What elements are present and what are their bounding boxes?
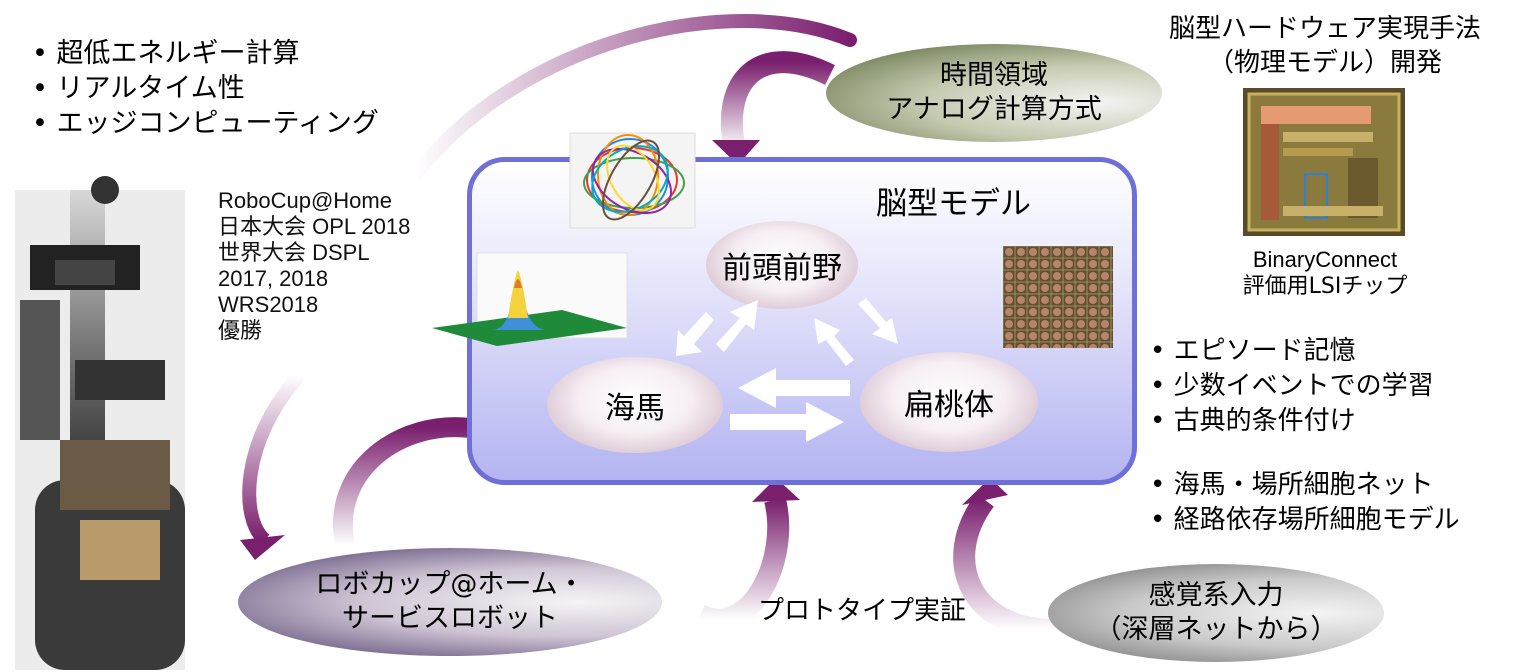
robocup-line: 2017, 2018 [218, 266, 329, 291]
bullet-item: 少数イベントでの学習 [1150, 369, 1434, 404]
sensory-input-oval: 感覚系入力 （深層ネットから） [1048, 564, 1384, 662]
brain-model-title: 脳型モデル [876, 186, 1031, 222]
caption-line: 評価用LSIチップ [1242, 274, 1408, 299]
image-mosaic [1003, 246, 1113, 348]
oval-line: （深層ネットから） [1094, 614, 1338, 645]
arrow-prefrontal-to-hippo [676, 312, 714, 356]
arrow-prefrontal-to-amygdala [858, 298, 898, 344]
right-bullet-list-1: エピソード記憶 少数イベントでの学習 古典的条件付け [1150, 334, 1434, 439]
oval-line: アナログ計算方式 [886, 94, 1102, 125]
hardware-title: 脳型ハードウェア実現手法 （物理モデル）開発 [1140, 12, 1510, 80]
robocup-line: 日本大会 OPL 2018 [218, 214, 411, 239]
arc-sensory-to-brain [953, 493, 1056, 641]
robocup-line: WRS2018 [218, 292, 319, 317]
arc-robocup-to-service [242, 370, 306, 546]
hippocampus-node: 海馬 [547, 357, 723, 453]
arrowhead-brain-top [712, 140, 760, 165]
time-domain-analog-oval: 時間領域 アナログ計算方式 [826, 44, 1162, 142]
arrow-amygdala-to-prefrontal [814, 318, 854, 366]
arrow-amygdala-to-hippo [738, 368, 850, 408]
oval-line: 時間領域 [940, 60, 1048, 91]
bullet-item: 経路依存場所細胞モデル [1150, 503, 1460, 538]
oval-line: ロボカップ@ホーム・ [315, 569, 585, 600]
arrow-hippo-to-amygdala [730, 402, 844, 442]
oval-line: 感覚系入力 [1148, 580, 1284, 611]
robot-image [15, 176, 185, 670]
gaussian-surface-image [432, 252, 628, 346]
prefrontal-cortex-node: 前頭前野 [706, 221, 858, 309]
bullet-item: エッジコンピューティング [32, 106, 379, 141]
bullet-item: エピソード記憶 [1150, 334, 1434, 369]
robocup-line: 世界大会 DSPL [218, 240, 370, 265]
prototype-demo-label: プロトタイプ実証 [758, 596, 967, 626]
hardware-title-line: 脳型ハードウェア実現手法 [1168, 14, 1481, 44]
attractor-plot-image [569, 132, 696, 229]
hardware-title-line: （物理モデル）開発 [1207, 48, 1442, 78]
bullet-item: リアルタイム性 [32, 71, 379, 106]
arrowhead-service-oval [240, 535, 285, 560]
arrow-hippo-to-prefrontal [716, 300, 758, 352]
top-left-bullet-list: 超低エネルギー計算 リアルタイム性 エッジコンピューティング [32, 36, 379, 141]
bullet-item: 古典的条件付け [1150, 404, 1434, 439]
amygdala-node: 扁桃体 [860, 352, 1038, 452]
oval-line: サービスロボット [342, 603, 558, 634]
arc-time-domain-to-brain [720, 51, 835, 153]
arc-robot-to-time-domain [408, 14, 857, 182]
bullet-item: 海馬・場所細胞ネット [1150, 468, 1460, 503]
arc-service-to-brain [333, 417, 472, 547]
arc-prototype-left [695, 497, 790, 631]
robocup-line: RoboCup@Home [218, 188, 392, 213]
robocup-achievements: RoboCup@Home 日本大会 OPL 2018 世界大会 DSPL 201… [218, 188, 410, 344]
caption-line: BinaryConnect [1252, 247, 1398, 272]
arrowhead-prototype-left [752, 478, 800, 502]
right-bullet-list-2: 海馬・場所細胞ネット 経路依存場所細胞モデル [1150, 468, 1460, 538]
robocup-line: 優勝 [218, 318, 263, 343]
bullet-item: 超低エネルギー計算 [32, 36, 379, 71]
lsi-chip-image [1243, 88, 1405, 236]
robocup-service-robot-oval: ロボカップ@ホーム・ サービスロボット [238, 548, 662, 656]
lsi-chip-caption: BinaryConnect 評価用LSIチップ [1200, 246, 1450, 300]
